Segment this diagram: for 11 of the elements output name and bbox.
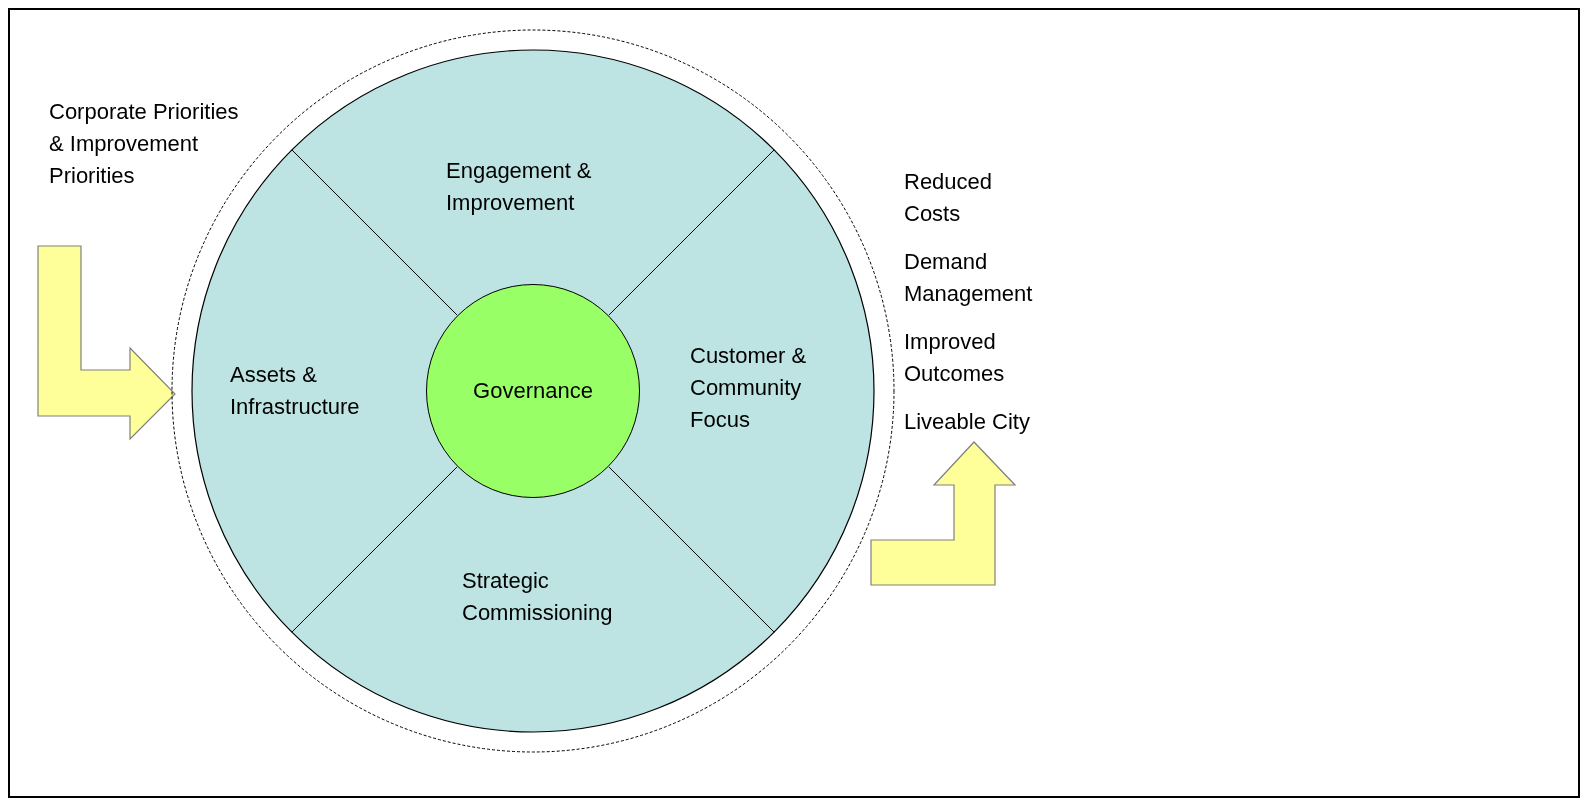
outcome-text: Improved Outcomes: [904, 328, 1006, 388]
segment-label: Strategic Commissioning: [462, 565, 662, 629]
outcome-text: Reduced Costs: [904, 168, 994, 228]
block-arrow: [37, 245, 176, 441]
segment-label: Assets & Infrastructure: [230, 359, 420, 423]
outcome-text: Demand Management: [904, 248, 1034, 308]
outcome-text: Liveable City: [904, 408, 1031, 436]
segment-label: Customer & Community Focus: [690, 340, 850, 436]
block-arrow: [870, 441, 1017, 586]
input-text: Corporate Priorities & Improvement Priorities: [49, 96, 239, 192]
segment-label: Engagement & Improvement: [446, 155, 646, 219]
